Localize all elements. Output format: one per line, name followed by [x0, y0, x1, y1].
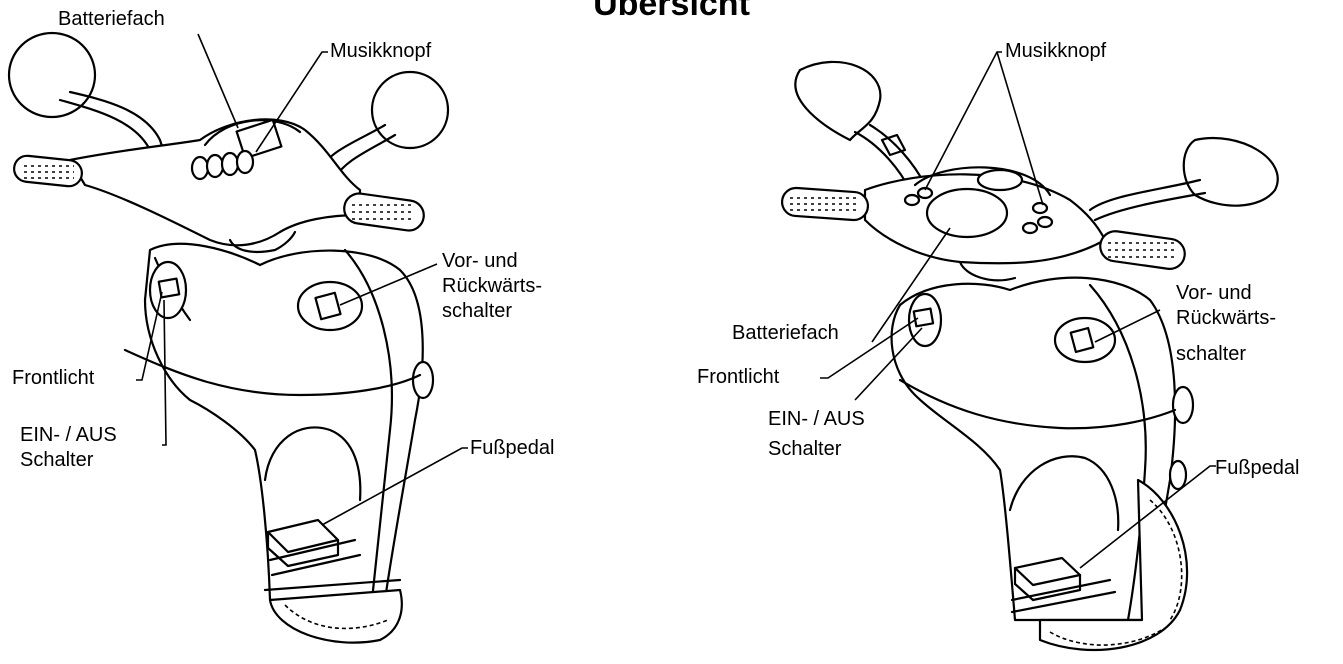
- right-scooter-mirror-right: [1184, 138, 1278, 206]
- right-scooter-music-button: [1023, 223, 1037, 233]
- right-label-switch-line3: schalter: [1176, 343, 1246, 366]
- left-label-switch-line2: Rückwärts-: [442, 275, 542, 298]
- left-label-music: Musikknopf: [330, 40, 431, 63]
- right-scooter-battery-compartment: [927, 189, 1007, 237]
- right-label-onoff-line2: Schalter: [768, 438, 841, 461]
- right-scooter-music-button: [1038, 217, 1052, 227]
- left-scooter-music-button: [192, 157, 208, 179]
- left-label-battery: Batteriefach: [58, 8, 165, 31]
- right-label-frontlight: Frontlicht: [697, 366, 779, 389]
- right-scooter-music-button: [905, 195, 919, 205]
- left-scooter-mirror-right: [372, 72, 448, 148]
- left-scooter-handlebar: [70, 119, 360, 245]
- right-label-music: Musikknopf: [1005, 40, 1106, 63]
- right-label-onoff-line1: EIN- / AUS: [768, 408, 865, 431]
- left-label-onoff-line1: EIN- / AUS: [20, 424, 117, 447]
- right-scooter-music-button: [1033, 203, 1047, 213]
- right-scooter-onoff-switch: [914, 309, 933, 327]
- right-label-pedal: Fußpedal: [1215, 457, 1300, 480]
- right-scooter-mirror-left: [795, 62, 880, 140]
- left-scooter-wheel: [270, 590, 402, 643]
- right-scooter-direction-switch: [1071, 328, 1094, 352]
- left-label-switch-line3: schalter: [442, 300, 512, 323]
- left-leader-battery: [198, 34, 238, 128]
- right-label-switch-line2: Rückwärts-: [1176, 307, 1276, 330]
- left-label-frontlight: Frontlicht: [12, 367, 94, 390]
- left-scooter-music-button: [207, 155, 223, 177]
- left-label-pedal: Fußpedal: [470, 437, 555, 460]
- right-label-battery: Batteriefach: [732, 322, 839, 345]
- left-scooter-direction-switch: [315, 293, 340, 319]
- left-scooter: [9, 33, 468, 643]
- left-scooter-music-button: [237, 151, 253, 173]
- right-leader-music-1: [925, 52, 1002, 190]
- left-label-switch-line1: Vor- und: [442, 250, 518, 273]
- left-label-onoff-line2: Schalter: [20, 449, 93, 472]
- left-scooter-music-button: [222, 153, 238, 175]
- right-label-switch-line1: Vor- und: [1176, 282, 1252, 305]
- left-scooter-mirror-left: [9, 33, 95, 117]
